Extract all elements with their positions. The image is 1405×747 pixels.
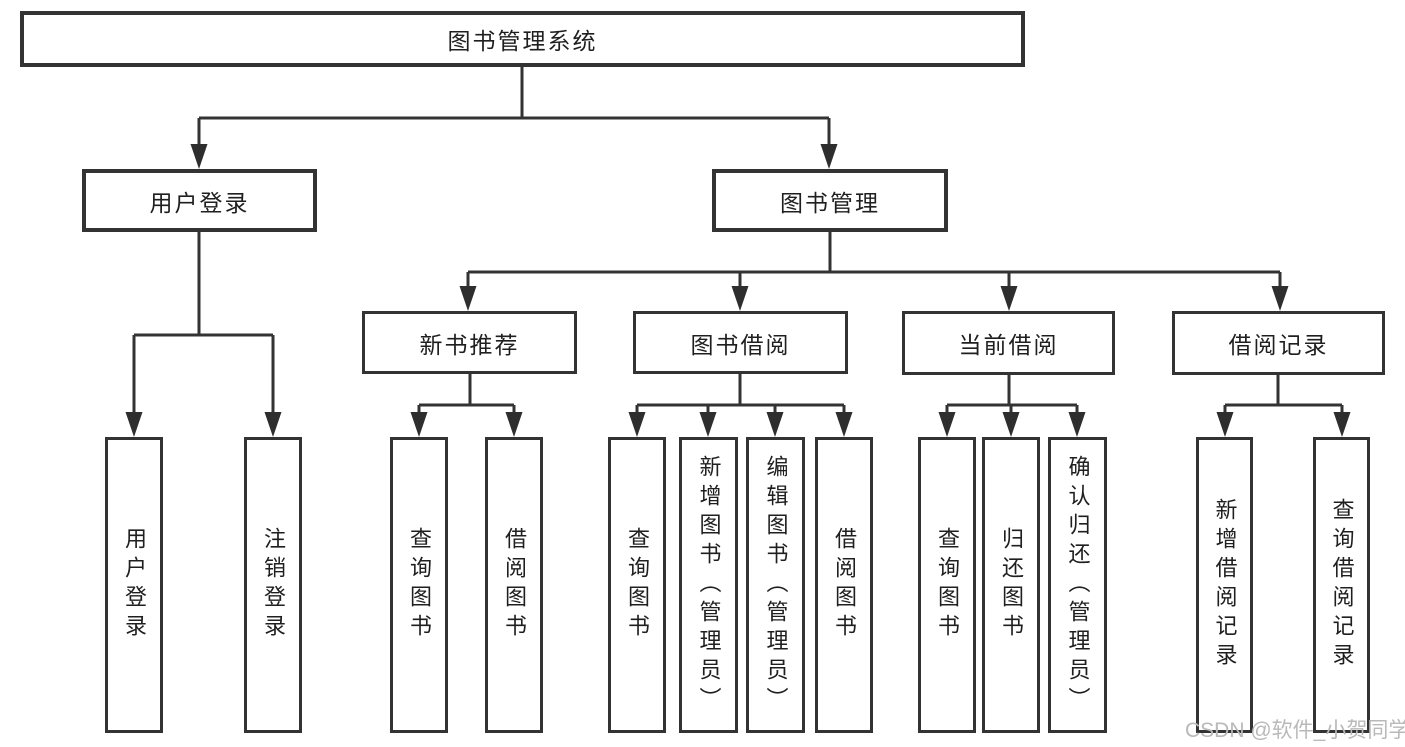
- node-label: 新书推荐: [419, 331, 520, 358]
- node-label: 借阅图书: [502, 527, 527, 643]
- node-label: 图书管理系统: [447, 28, 598, 54]
- node-leaf-add-borrow-record: 新增借阅记录: [1196, 437, 1253, 733]
- node-leaf-query-books-borrowing: 查询图书: [608, 437, 666, 733]
- node-label: 确认归还（管理员）: [1065, 454, 1091, 716]
- node-leaf-confirm-return-admin: 确认归还（管理员）: [1048, 437, 1107, 733]
- csdn-watermark: CSDN @软件_小贺同学: [1185, 719, 1405, 742]
- node-current-borrowing: 当前借阅: [902, 311, 1115, 375]
- node-leaf-edit-book-admin: 编辑图书（管理员）: [746, 437, 805, 733]
- node-label: 用户登录: [149, 189, 250, 216]
- node-leaf-user-login: 用户登录: [105, 437, 163, 733]
- node-label: 查询图书: [625, 527, 650, 643]
- node-label: 查询图书: [935, 527, 960, 643]
- node-label: 当前借阅: [958, 332, 1059, 358]
- node-book-management: 图书管理: [712, 169, 948, 232]
- node-leaf-borrow-books-recommend: 借阅图书: [485, 437, 543, 733]
- node-label: 借阅图书: [832, 527, 857, 643]
- node-leaf-query-books-recommend: 查询图书: [390, 437, 448, 733]
- node-label: 编辑图书（管理员）: [763, 454, 789, 716]
- node-leaf-borrow-books: 借阅图书: [815, 437, 873, 733]
- node-borrowing-records: 借阅记录: [1172, 311, 1385, 375]
- node-leaf-query-books-current: 查询图书: [918, 437, 976, 733]
- node-label: 查询借阅记录: [1329, 498, 1355, 672]
- node-label: 归还图书: [999, 527, 1024, 643]
- node-label: 新增借阅记录: [1212, 498, 1238, 672]
- node-library-system: 图书管理系统: [20, 11, 1025, 67]
- node-label: 注销登录: [261, 527, 286, 643]
- node-label: 新增图书（管理员）: [696, 454, 722, 716]
- node-leaf-return-books: 归还图书: [982, 437, 1040, 733]
- node-label: 借阅记录: [1228, 332, 1329, 358]
- node-new-book-recommendation: 新书推荐: [362, 311, 577, 374]
- node-user-login: 用户登录: [82, 169, 317, 232]
- node-leaf-query-borrow-record: 查询借阅记录: [1313, 437, 1370, 733]
- node-leaf-add-book-admin: 新增图书（管理员）: [679, 437, 738, 733]
- node-label: 查询图书: [407, 527, 432, 643]
- node-label: 用户登录: [122, 527, 147, 643]
- node-label: 图书管理: [780, 189, 880, 216]
- node-label: 图书借阅: [690, 331, 791, 358]
- node-leaf-logout: 注销登录: [244, 437, 302, 733]
- node-book-borrowing: 图书借阅: [633, 311, 848, 374]
